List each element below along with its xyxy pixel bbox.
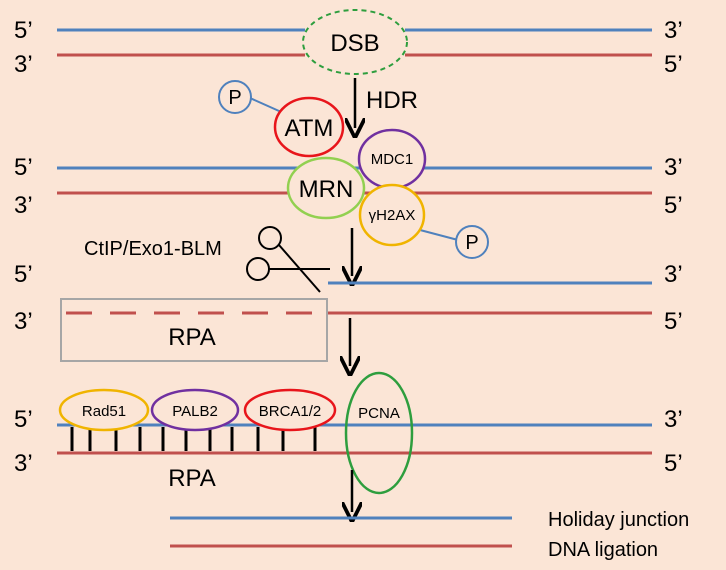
- rad51-label: Rad51: [82, 403, 126, 420]
- row2-three-prime-right: 3’: [664, 154, 683, 181]
- row1-five-prime-left: 5’: [14, 17, 33, 44]
- row2-five-prime-left: 5’: [14, 154, 33, 181]
- row1-three-prime-left: 3’: [14, 51, 33, 78]
- dna-ligation-label: DNA ligation: [548, 539, 658, 561]
- row1-five-prime-right: 5’: [664, 51, 683, 78]
- holiday-junction-label: Holiday junction: [548, 509, 689, 531]
- h2ax-phospho-circle: [455, 225, 489, 259]
- row3-three-prime-right: 3’: [664, 261, 683, 288]
- atm-label: ATM: [285, 115, 334, 142]
- row3-three-prime-left: 3’: [14, 308, 33, 335]
- mrn-oval: [286, 156, 366, 220]
- brca-label: BRCA1/2: [259, 403, 322, 420]
- row4-five-prime-right: 5’: [664, 450, 683, 477]
- h2ax-oval: [358, 183, 426, 247]
- rpa-box-label: RPA: [168, 324, 216, 351]
- row4-three-prime-left: 3’: [14, 450, 33, 477]
- rad51-oval: [58, 388, 150, 432]
- row1-three-prime-right: 3’: [664, 17, 683, 44]
- rpa-bottom-label: RPA: [168, 465, 216, 492]
- mdc1-label: MDC1: [371, 151, 414, 168]
- mrn-label: MRN: [299, 176, 354, 203]
- h2ax-phospho-label: P: [465, 232, 478, 254]
- dsb-oval: [302, 9, 408, 75]
- rpa-rungs: [70, 427, 317, 451]
- palb2-label: PALB2: [172, 403, 218, 420]
- palb2-oval: [150, 388, 240, 432]
- atm-phospho-label: P: [228, 87, 241, 109]
- row3-five-prime-left: 5’: [14, 261, 33, 288]
- row4-three-prime-right: 3’: [664, 406, 683, 433]
- row2-three-prime-left: 3’: [14, 192, 33, 219]
- dsb-label: DSB: [330, 30, 379, 57]
- row2-five-prime-right: 5’: [664, 192, 683, 219]
- hdr-label: HDR: [366, 87, 418, 114]
- atm-phospho-circle: [218, 80, 252, 114]
- h2ax-phospho-link: [419, 229, 459, 241]
- row4-five-prime-left: 5’: [14, 406, 33, 433]
- pcna-oval: [344, 371, 414, 495]
- h2ax-label: γH2AX: [369, 207, 416, 224]
- pcna-label: PCNA: [358, 405, 400, 422]
- ctip-label: CtIP/Exo1-BLM: [84, 238, 222, 260]
- rpa-box: [60, 298, 328, 362]
- row3-five-prime-right: 5’: [664, 308, 683, 335]
- atm-oval: [273, 96, 345, 158]
- scissors-icon: [246, 226, 330, 293]
- brca-oval: [243, 388, 337, 432]
